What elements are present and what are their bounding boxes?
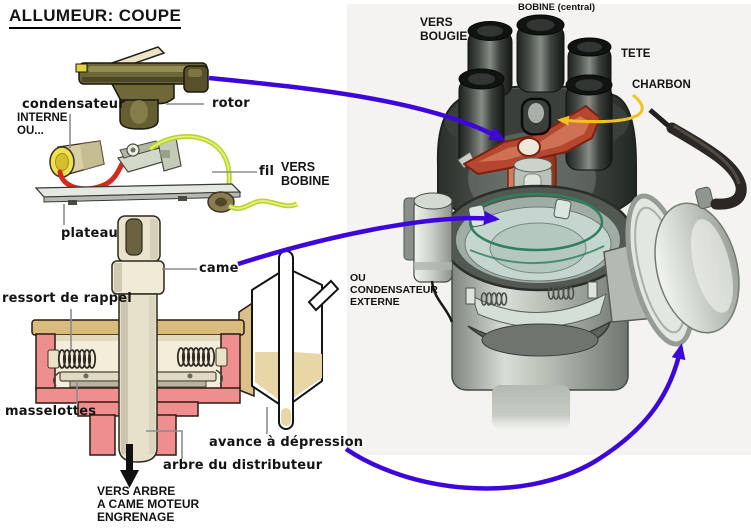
ou-condensateur-line1: OU [350, 272, 366, 284]
ou-condensateur-externe-label: OU CONDENSATEUR EXTERNE [350, 272, 438, 308]
charbon-outline [520, 97, 552, 136]
page-title: ALLUMEUR: COUPE [9, 6, 182, 29]
green-wire-ring [468, 192, 604, 252]
vers-bobine-line1: VERS [281, 160, 316, 174]
centrifugal-assembly-3d [465, 281, 612, 357]
condenser-wire [430, 280, 454, 323]
charbon-pointer-arrow-icon [557, 93, 644, 126]
breaker-plate-mechanism [440, 184, 636, 292]
condensateur-interne-line1: INTERNE [17, 112, 68, 124]
masselottes-label: masselottes [5, 404, 97, 419]
vacuum-pointer-arrow-icon [344, 343, 686, 491]
condensateur-interne-line2: OU... [17, 125, 44, 137]
condensateur-interne-label: INTERNE OU... [17, 112, 67, 138]
condensateur-label: condensateur [22, 97, 125, 112]
rotor-illustration [75, 46, 209, 130]
vers-bobine-line2: BOBINE [281, 174, 330, 188]
avance-label: avance à dépression [209, 435, 364, 450]
arbre-label: arbre du distributeur [163, 458, 323, 473]
breaker-plate-illustration [34, 134, 299, 213]
plateau-label: plateau [61, 226, 118, 241]
vacuum-capsule-3d [603, 186, 740, 347]
carbon-brush [528, 103, 544, 123]
return-springs [57, 347, 216, 369]
came-pointer-arrow-icon [237, 210, 500, 267]
vers-arbre-label: VERS ARBRE A CAME MOTEUR ENGRENAGE [97, 485, 199, 524]
spark-plug-towers-front [458, 68, 613, 171]
vers-bougie-line2: BOUGIE [420, 28, 468, 43]
vers-bougie-line1: VERS [420, 15, 453, 29]
vers-arbre-line1: VERS ARBRE [97, 484, 176, 498]
right-panel [347, 4, 751, 455]
ou-condensateur-line2: CONDENSATEUR [350, 284, 438, 296]
label-lines [63, 103, 268, 459]
ou-condensateur-line3: EXTERNE [350, 296, 400, 308]
ressort-label: ressort de rappel [2, 291, 132, 306]
vers-bougie-label: VERS BOUGIE [420, 15, 468, 43]
red-wire [57, 161, 125, 192]
rotor-pointer-arrow-icon [208, 75, 506, 141]
vacuum-advance-outline [251, 250, 340, 430]
vers-bobine-label: VERS BOBINE [281, 160, 330, 188]
distributor-shaft [118, 293, 158, 463]
down-arrow-icon [120, 444, 139, 488]
tete-label: TETE [621, 48, 651, 60]
vers-arbre-line3: ENGRENAGE [97, 510, 175, 524]
fil-label: fil [259, 164, 275, 179]
charbon-label: CHARBON [632, 79, 691, 91]
vers-arbre-line2: A CAME MOTEUR [97, 497, 200, 511]
came-label: came [199, 261, 239, 276]
pointer-arrows [208, 75, 686, 491]
cam-illustration [111, 215, 165, 295]
left-cross-section [31, 46, 340, 488]
arbre-label-line [146, 430, 183, 459]
bobine-central-label: BOBINE (central) [518, 2, 596, 13]
centrifugal-housing-illustration [31, 293, 255, 463]
rotor-label: rotor [212, 96, 250, 111]
vacuum-hose [648, 108, 747, 210]
